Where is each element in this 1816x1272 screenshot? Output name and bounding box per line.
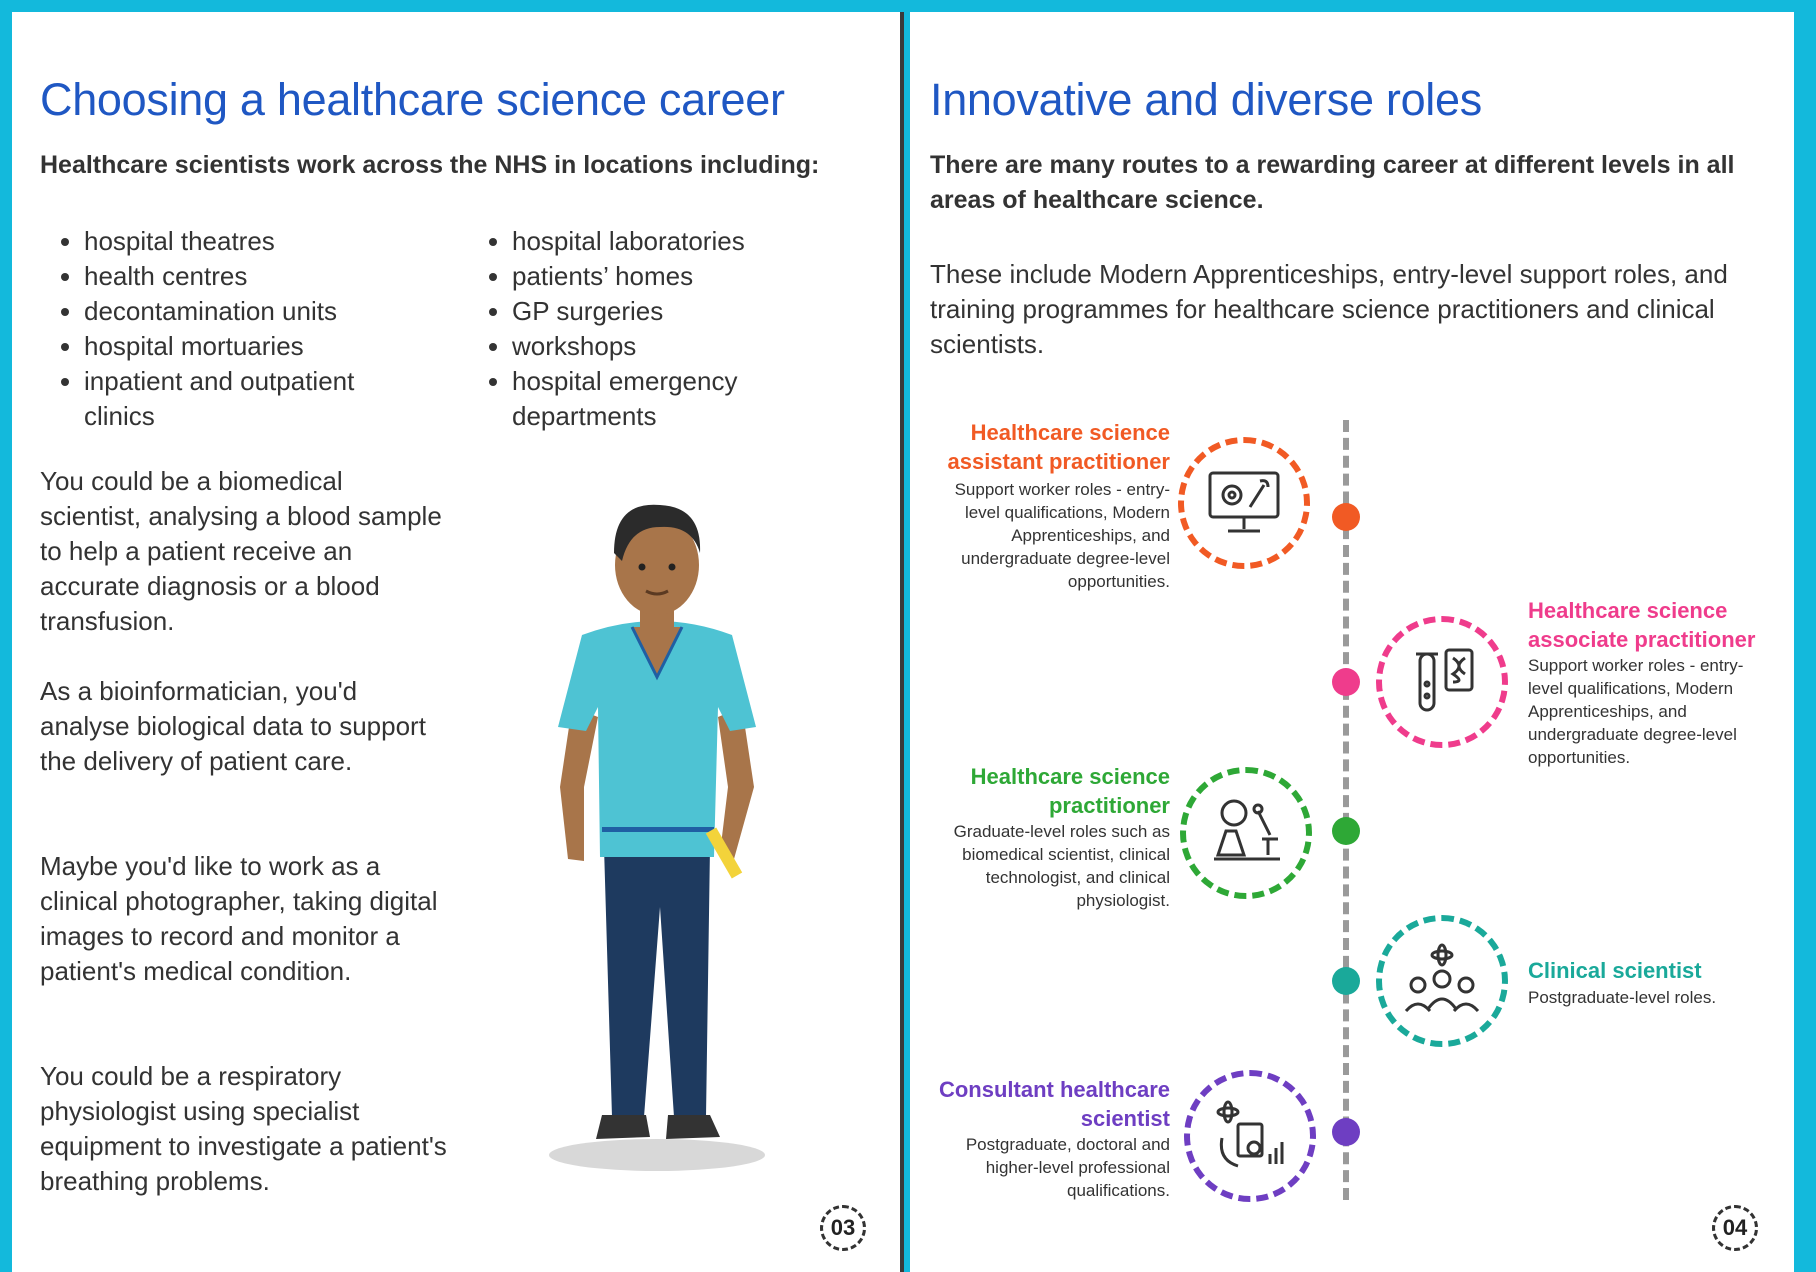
- role-desc-assistant: Support worker roles - entry-level quali…: [954, 480, 1170, 591]
- role-title-clinical: Clinical scientist: [1528, 958, 1702, 983]
- healthcare-scientist-illustration: [549, 504, 765, 1171]
- locations-lead: Healthcare scientists work across the NH…: [40, 151, 820, 179]
- role-title-practitioner: Healthcare science practitioner: [970, 764, 1170, 818]
- list-item: GP surgeries: [512, 294, 892, 329]
- role-ring-clinical: [1376, 915, 1508, 1047]
- list-item: health centres: [84, 259, 444, 294]
- paragraph-photographer: Maybe you'd like to work as a clinical p…: [40, 851, 438, 986]
- role-ring-associate: [1376, 616, 1508, 748]
- timeline-dot-associate: [1332, 668, 1360, 696]
- timeline-line: [1343, 420, 1349, 1200]
- list-item: hospital mortuaries: [84, 329, 444, 364]
- role-desc-practitioner: Graduate-level roles such as biomedical …: [953, 822, 1170, 910]
- list-item: hospital theatres: [84, 224, 444, 259]
- test-tube-dna-icon: [1416, 648, 1474, 712]
- right-page: Innovative and diverse roles There are m…: [910, 12, 1794, 1272]
- role-ring-practitioner: [1180, 767, 1312, 899]
- timeline-dot-clinical: [1332, 967, 1360, 995]
- locations-list-1: hospital theatres health centres deconta…: [40, 224, 444, 434]
- role-title-consultant: Consultant healthcare scientist: [938, 1077, 1170, 1131]
- list-item: decontamination units: [84, 294, 444, 329]
- paragraph-biomedical: You could be a biomedical scientist, ana…: [40, 466, 442, 636]
- page-title: Innovative and diverse roles: [930, 74, 1482, 125]
- scientists-atom-icon: [1404, 943, 1480, 1013]
- list-item: inpatient and outpatient clinics: [84, 364, 384, 434]
- role-desc-clinical: Postgraduate-level roles.: [1528, 988, 1717, 1007]
- list-item: workshops: [512, 329, 892, 364]
- atom-document-chart-icon: [1216, 1100, 1284, 1168]
- role-title-assistant: Healthcare science assistant practitione…: [947, 420, 1170, 474]
- page-number: 03: [820, 1205, 866, 1251]
- list-item: patients’ homes: [512, 259, 892, 294]
- paragraph-respiratory: You could be a respiratory physiologist …: [40, 1061, 447, 1196]
- page-title: Choosing a healthcare science career: [40, 74, 785, 125]
- role-title-associate: Healthcare science associate practitione…: [1528, 598, 1756, 652]
- roles-lead: There are many routes to a rewarding car…: [930, 151, 1735, 214]
- timeline-dot-assistant: [1332, 503, 1360, 531]
- role-ring-consultant: [1184, 1070, 1316, 1202]
- timeline-dot-practitioner: [1332, 817, 1360, 845]
- role-ring-assistant: [1178, 437, 1310, 569]
- paragraph-bioinformatician: As a bioinformatician, you'd analyse bio…: [40, 676, 426, 776]
- locations-list-2: hospital laboratories patients’ homes GP…: [468, 224, 892, 434]
- page-number: 04: [1712, 1205, 1758, 1251]
- left-page: Choosing a healthcare science career Hea…: [12, 12, 901, 1272]
- book-spine: [900, 12, 904, 1272]
- list-item: hospital laboratories: [512, 224, 892, 259]
- monitor-gear-wrench-icon: [1208, 471, 1280, 533]
- list-item: hospital emergency departments: [512, 364, 772, 434]
- timeline-dot-consultant: [1332, 1118, 1360, 1146]
- role-desc-consultant: Postgraduate, doctoral and higher-level …: [965, 1135, 1170, 1200]
- roles-intro: These include Modern Apprenticeships, en…: [930, 259, 1728, 359]
- role-desc-associate: Support worker roles - entry-level quali…: [1528, 656, 1744, 767]
- microscope-flask-icon: [1214, 799, 1280, 861]
